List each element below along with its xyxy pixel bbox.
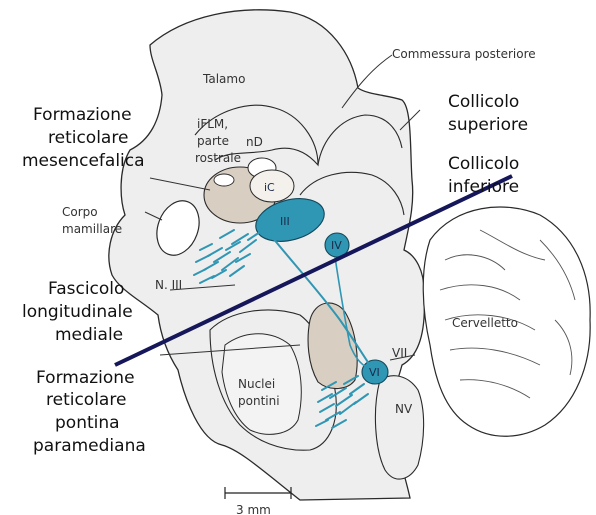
label-ic: iC	[264, 181, 275, 194]
label-iflm-2: parte	[197, 134, 229, 148]
label-commessura: Commessura posteriore	[392, 47, 536, 61]
nv-region	[375, 376, 423, 479]
label-nuclei-2: pontini	[238, 394, 280, 408]
label-iii: III	[280, 215, 290, 228]
label-n-iii: N. III	[155, 278, 182, 292]
label-fascicolo-2: longitudinale	[22, 302, 133, 322]
label-iflm-3: rostrale	[195, 151, 241, 165]
label-corpo-1: Corpo	[62, 205, 98, 219]
label-fascicolo-3: mediale	[55, 325, 123, 345]
label-nv: NV	[395, 402, 413, 416]
label-formazione-mes-3: mesencefalica	[22, 151, 145, 171]
label-iflm-1: iFLM,	[197, 117, 228, 131]
label-coll-inf-1: Collicolo	[448, 154, 519, 174]
label-formazione-pont-1: Formazione	[36, 368, 135, 388]
label-talamo: Talamo	[202, 72, 245, 86]
label-nd: nD	[246, 135, 263, 149]
label-coll-sup-2: superiore	[448, 115, 528, 135]
label-formazione-pont-3: pontina	[55, 413, 120, 433]
label-cervelletto: Cervelletto	[452, 316, 518, 330]
label-corpo-2: mamillare	[62, 222, 122, 236]
label-fascicolo-1: Fascicolo	[48, 279, 124, 299]
label-iv: IV	[331, 239, 342, 252]
label-vii: VII	[392, 346, 407, 360]
scale-bar	[225, 487, 291, 499]
label-scale: 3 mm	[236, 503, 271, 515]
label-formazione-pont-4: paramediana	[33, 436, 146, 456]
label-vi: VI	[369, 366, 380, 379]
small-nucleus	[214, 174, 234, 186]
label-formazione-mes-1: Formazione	[33, 105, 132, 125]
label-coll-inf-2: inferiore	[448, 177, 519, 197]
label-formazione-mes-2: reticolare	[48, 128, 128, 148]
label-coll-sup-1: Collicolo	[448, 92, 519, 112]
label-nuclei-1: Nuclei	[238, 377, 275, 391]
label-formazione-pont-2: reticolare	[46, 390, 126, 410]
